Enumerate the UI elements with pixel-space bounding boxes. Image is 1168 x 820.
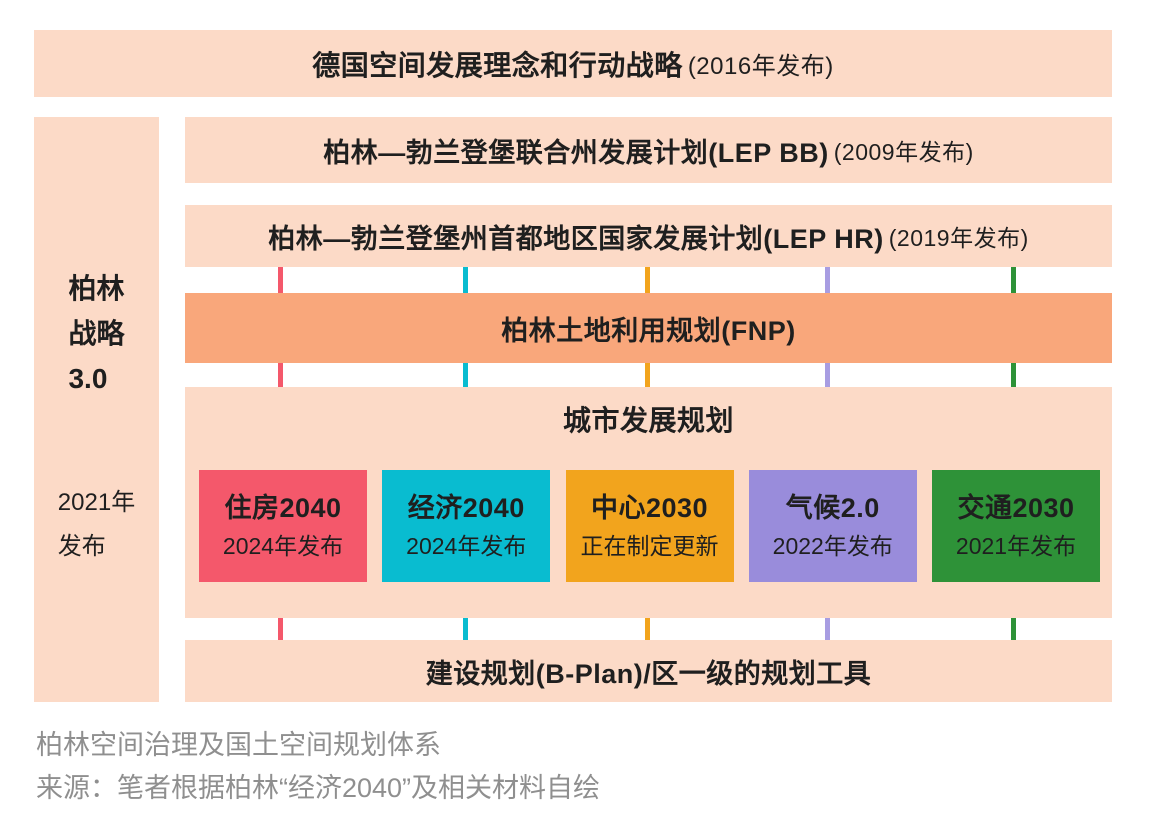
- bplan-bar: 建设规划(B-Plan)/区一级的规划工具: [185, 640, 1112, 702]
- plan-box-housing: 住房2040 2024年发布: [199, 470, 367, 582]
- plan-name: 气候2.0: [785, 493, 880, 523]
- plan-name: 经济2040: [407, 493, 525, 523]
- fnp-title: 柏林土地利用规划(FNP): [501, 315, 796, 346]
- berlin-strategy-year: 2021年 发布: [58, 481, 135, 569]
- berlin-strategy-title-line3: 3.0: [68, 363, 108, 394]
- figure-caption-title: 柏林空间治理及国土空间规划体系: [36, 730, 441, 760]
- plan-status: 2024年发布: [222, 533, 344, 559]
- city-development-title: 城市发展规划: [562, 405, 734, 436]
- berlin-strategy-sidebar: 柏林 战略 3.0 2021年 发布: [34, 117, 159, 702]
- fnp-bar: 柏林土地利用规划(FNP): [185, 293, 1112, 363]
- lep-bb-title: 柏林—勃兰登堡联合州发展计划(LEP BB): [323, 137, 829, 168]
- plan-status: 正在制定更新: [580, 533, 719, 559]
- federal-strategy-bar: 德国空间发展理念和行动战略 (2016年发布): [34, 30, 1112, 97]
- lep-bb-year: (2009年发布): [833, 139, 974, 165]
- plan-row: 住房2040 2024年发布 经济2040 2024年发布 中心2030 正在制…: [185, 470, 1112, 582]
- city-development-block: 城市发展规划 住房2040 2024年发布 经济2040 2024年发布 中心2…: [185, 387, 1112, 618]
- plan-name: 中心2030: [590, 493, 709, 523]
- figure-caption: 柏林空间治理及国土空间规划体系 来源：笔者根据柏林“经济2040”及相关材料自绘: [36, 724, 600, 810]
- plan-box-economy: 经济2040 2024年发布: [382, 470, 551, 582]
- plan-box-center: 中心2030 正在制定更新: [565, 470, 734, 582]
- berlin-strategy-year-line2: 发布: [57, 533, 106, 560]
- plan-status: 2024年发布: [406, 533, 527, 559]
- plan-box-transport: 交通2030 2021年发布: [932, 470, 1100, 582]
- federal-strategy-year: (2016年发布): [687, 53, 834, 80]
- plan-box-climate: 气候2.0 2022年发布: [748, 470, 917, 582]
- lep-bb-bar: 柏林—勃兰登堡联合州发展计划(LEP BB) (2009年发布): [185, 117, 1112, 183]
- berlin-strategy-year-line1: 2021年: [57, 489, 136, 516]
- berlin-strategy-title: 柏林 战略 3.0: [68, 266, 124, 401]
- bplan-title: 建设规划(B-Plan)/区一级的规划工具: [425, 658, 872, 689]
- berlin-strategy-title-line1: 柏林: [68, 273, 125, 304]
- plan-name: 交通2030: [957, 493, 1075, 523]
- plan-status: 2022年发布: [772, 533, 893, 559]
- figure-caption-source: 来源：笔者根据柏林“经济2040”及相关材料自绘: [36, 773, 601, 803]
- lep-hr-title: 柏林—勃兰登堡州首都地区国家发展计划(LEP HR): [268, 223, 884, 254]
- lep-hr-year: (2019年发布): [888, 225, 1029, 251]
- federal-strategy-title: 德国空间发展理念和行动战略: [312, 49, 683, 81]
- plan-status: 2021年发布: [955, 533, 1077, 559]
- lep-hr-bar: 柏林—勃兰登堡州首都地区国家发展计划(LEP HR) (2019年发布): [185, 205, 1112, 267]
- plan-name: 住房2040: [224, 493, 342, 523]
- berlin-strategy-title-line2: 战略: [68, 318, 125, 349]
